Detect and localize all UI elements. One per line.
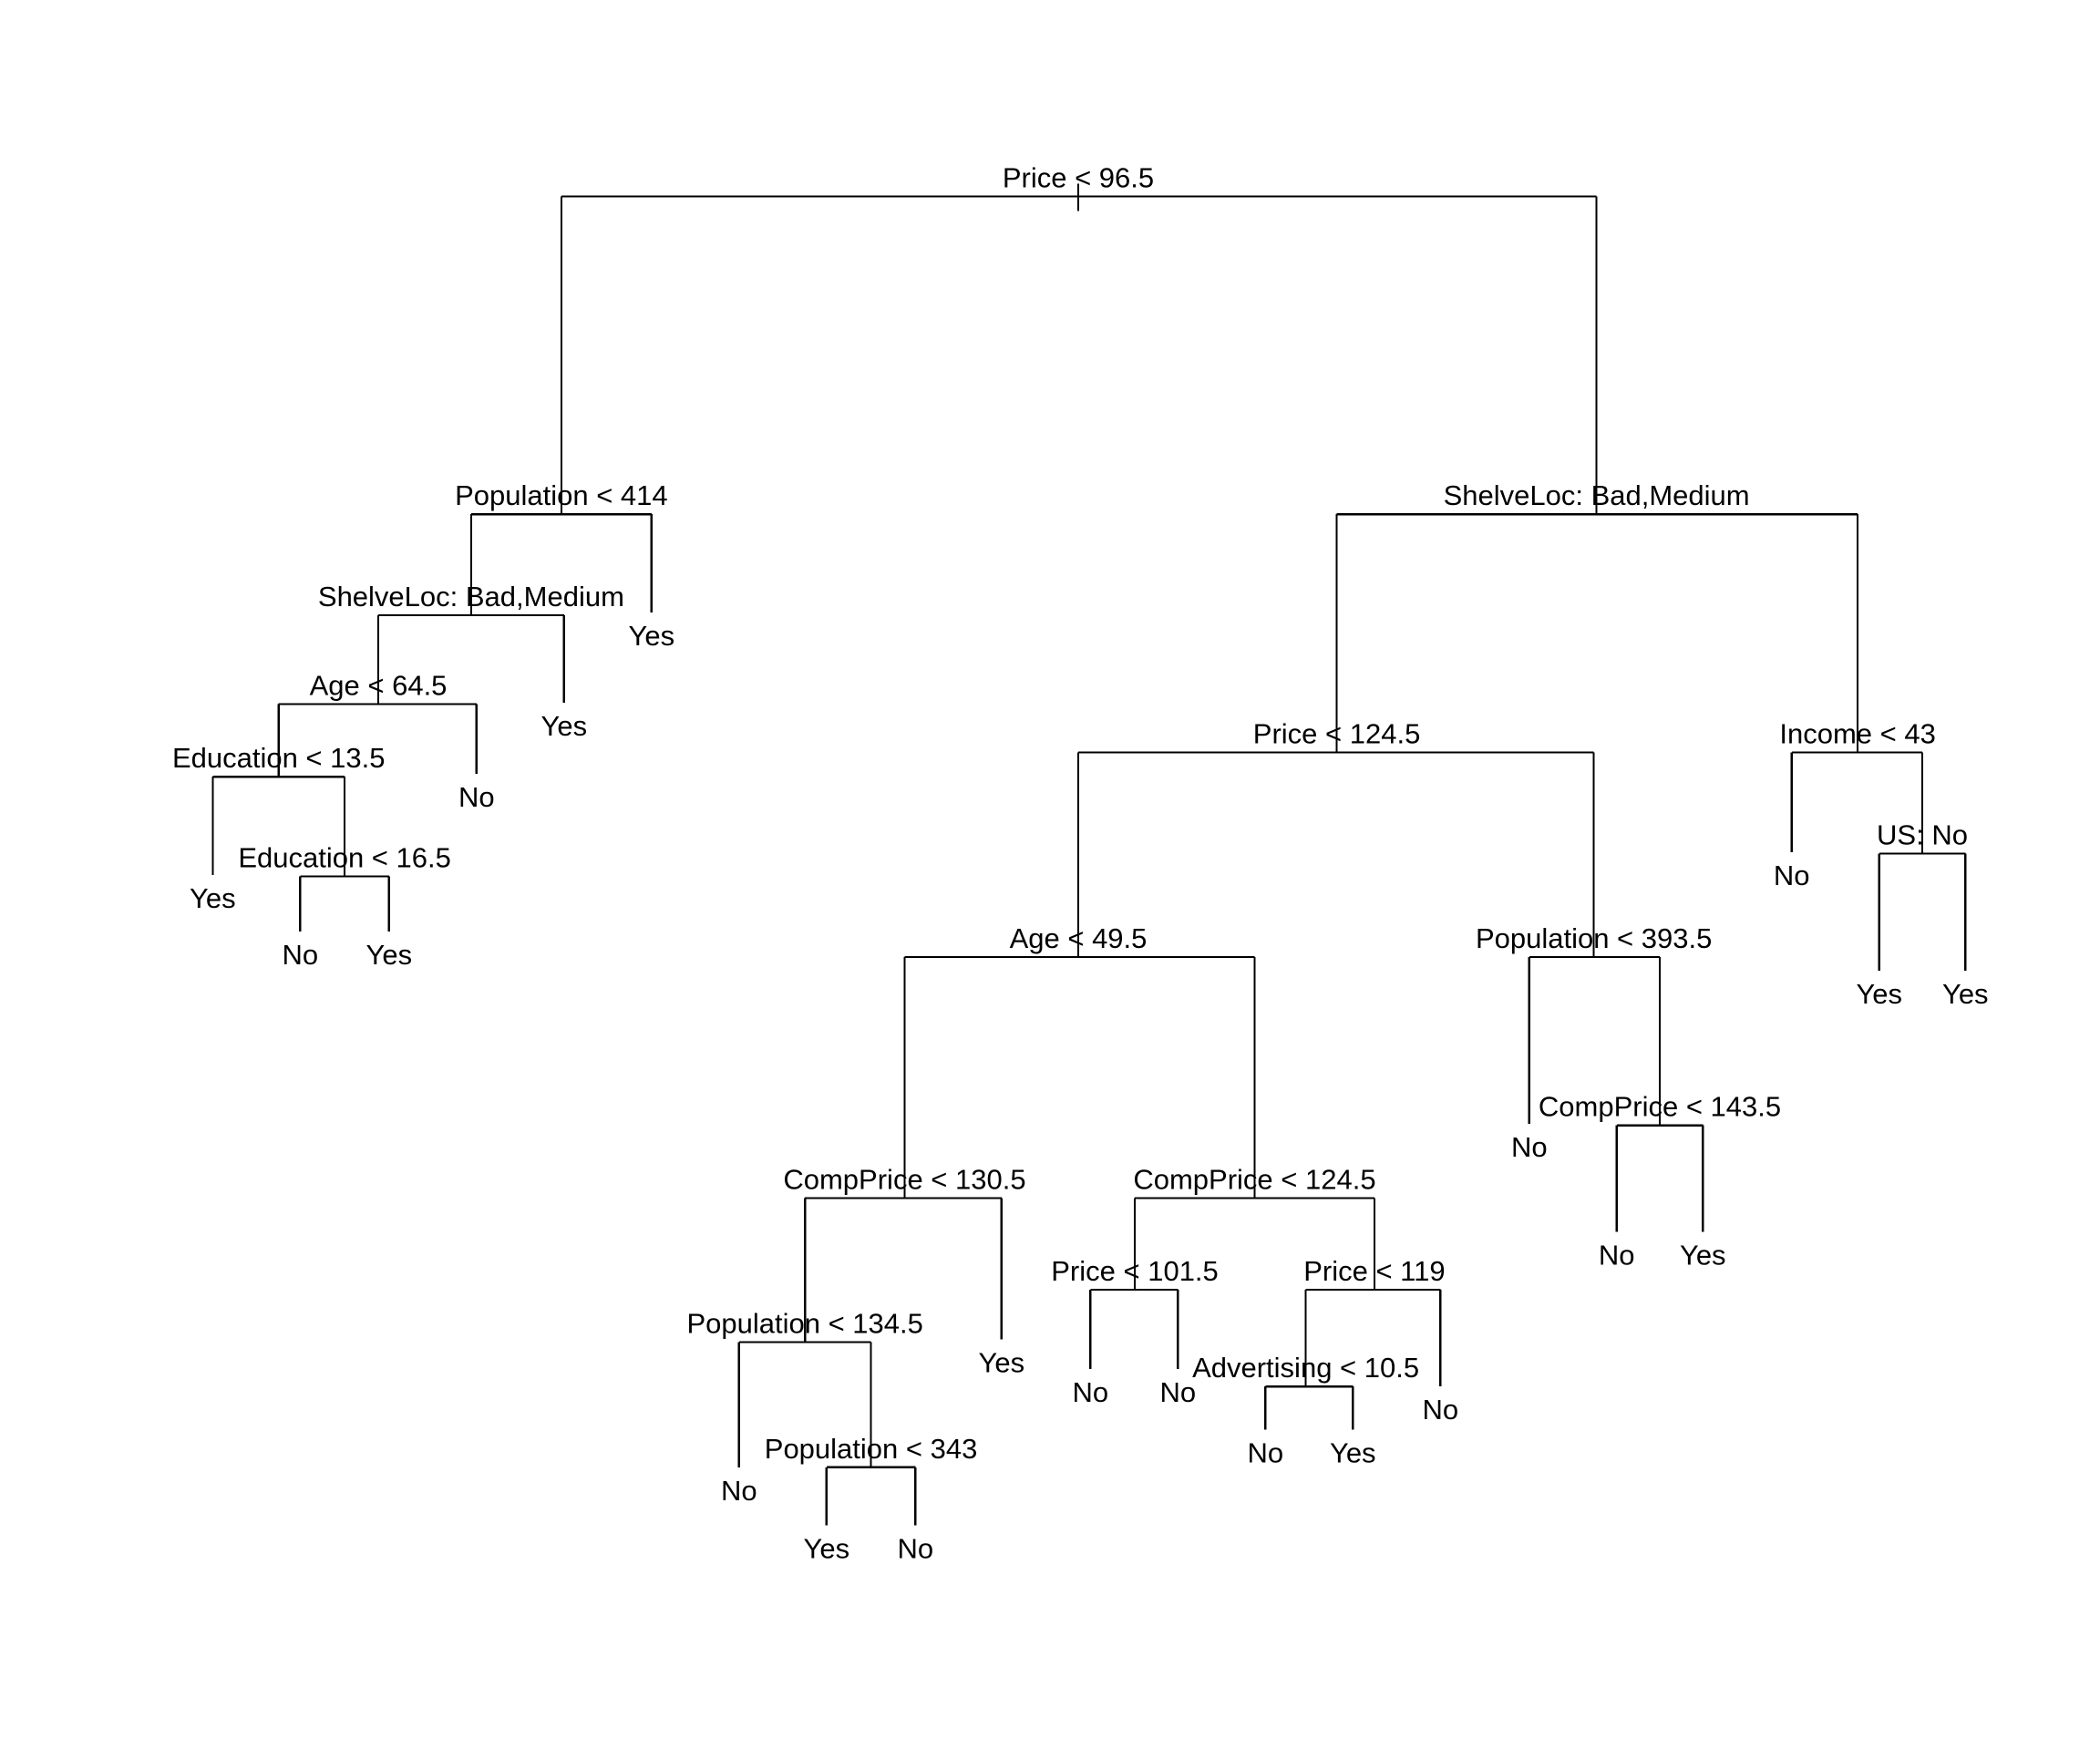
split-label-n-pop343: Population < 343 xyxy=(765,1433,978,1465)
split-label-n-shelve-left: ShelveLoc: Bad,Medium xyxy=(318,581,624,612)
leaf-label-leaf-20: Yes xyxy=(1856,978,1902,1010)
split-label-n-comp1435: CompPrice < 143.5 xyxy=(1539,1091,1781,1123)
leaf-label-leaf-12: No xyxy=(1159,1376,1196,1408)
split-label-n-edu165: Education < 16.5 xyxy=(238,841,451,873)
tree-edges xyxy=(211,183,1967,1526)
split-label-n-age495: Age < 49.5 xyxy=(1010,922,1148,954)
leaf-label-leaf-10: Yes xyxy=(979,1347,1025,1379)
leaf-label-leaf-15: No xyxy=(1422,1394,1458,1426)
split-label-n-shelve-right: ShelveLoc: Bad,Medium xyxy=(1444,479,1750,511)
split-label-n-price119: Price < 119 xyxy=(1303,1255,1445,1287)
leaf-label-leaf-11: No xyxy=(1072,1376,1108,1408)
split-label-n-comp1305: CompPrice < 130.5 xyxy=(783,1163,1025,1195)
leaf-label-leaf-5: Yes xyxy=(541,710,588,742)
leaf-label-leaf-14: Yes xyxy=(1330,1436,1376,1468)
leaf-label-leaf-7: No xyxy=(721,1475,757,1507)
split-label-n-edu135: Education < 13.5 xyxy=(172,742,386,774)
leaf-label-leaf-2: No xyxy=(283,939,319,971)
leaf-label-leaf-13: No xyxy=(1247,1436,1283,1468)
leaf-label-leaf-6: Yes xyxy=(629,620,675,652)
split-label-n-price1015: Price < 101.5 xyxy=(1051,1255,1219,1287)
leaf-label-leaf-1: Yes xyxy=(190,882,236,914)
split-label-n-comp1245: CompPrice < 124.5 xyxy=(1133,1163,1375,1195)
split-label-n-price1245: Price < 124.5 xyxy=(1253,718,1421,750)
split-label-n-usno: US: No xyxy=(1877,818,1968,850)
leaf-label-leaf-17: No xyxy=(1599,1239,1635,1271)
split-label-n-adv105: Advertising < 10.5 xyxy=(1192,1352,1419,1384)
split-label-n-income43: Income < 43 xyxy=(1779,718,1935,750)
leaf-label-leaf-9: No xyxy=(897,1532,933,1564)
leaf-label-leaf-8: Yes xyxy=(804,1532,850,1564)
split-label-n-age645: Age < 64.5 xyxy=(310,669,448,701)
leaf-label-leaf-16: No xyxy=(1511,1131,1548,1163)
leaf-label-leaf-4: No xyxy=(458,781,495,813)
split-label-n-pop1345: Population < 134.5 xyxy=(686,1307,922,1339)
split-label-n-pop3935: Population < 393.5 xyxy=(1476,922,1712,954)
split-label-n-pop414: Population < 414 xyxy=(455,479,668,511)
leaf-label-leaf-21: Yes xyxy=(1942,978,1989,1010)
leaf-label-leaf-18: Yes xyxy=(1680,1239,1726,1271)
leaf-label-leaf-19: No xyxy=(1774,860,1810,891)
split-label-root: Price < 96.5 xyxy=(1003,162,1154,194)
leaf-label-leaf-3: Yes xyxy=(366,939,413,971)
